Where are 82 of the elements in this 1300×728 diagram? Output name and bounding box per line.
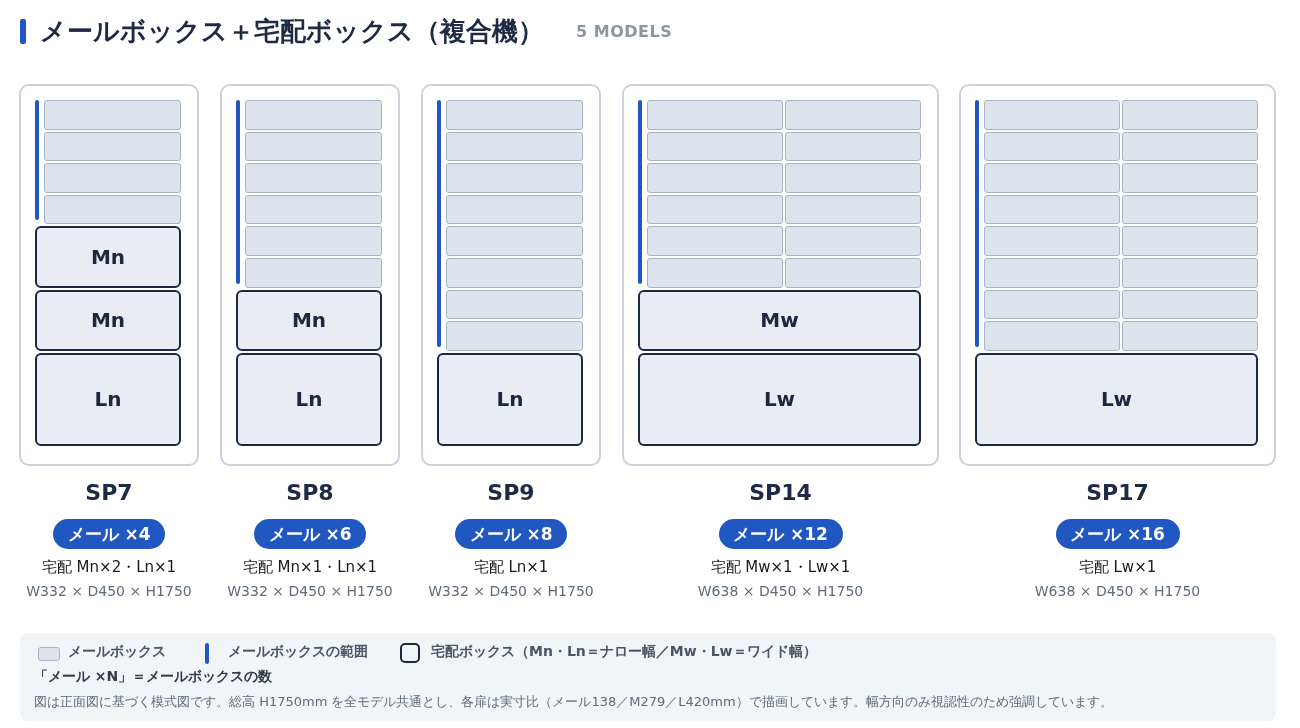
mailbox-door	[446, 258, 583, 288]
delivery-spec: 宅配 Mn×1・Ln×1	[241, 558, 379, 577]
mailbox-door	[984, 163, 1120, 193]
legend-text: メールボックスの範囲	[228, 643, 368, 661]
mailbox-door	[984, 289, 1120, 320]
mailbox-door	[1122, 258, 1258, 288]
delivery-box: Ln	[236, 352, 382, 446]
mailbox-door	[44, 194, 181, 225]
mailbox-door	[446, 226, 583, 256]
mailbox-door	[446, 100, 583, 130]
mailbox-door	[1122, 194, 1258, 225]
model-count: 5 MODELS	[576, 22, 673, 41]
mailbox-door	[984, 226, 1120, 256]
mailbox-door	[984, 131, 1120, 162]
model-name: SP17	[1085, 480, 1150, 505]
mailbox-door	[984, 100, 1120, 130]
delivery-spec: 宅配 Lw×1	[1077, 558, 1158, 577]
dimensions: W638 × D450 × H1750	[1033, 583, 1202, 599]
delivery-box: Lw	[638, 352, 921, 446]
mailbox-door	[245, 194, 382, 225]
mailbox-door	[446, 131, 583, 162]
mailbox-door	[785, 258, 921, 288]
note: 「メール ×N」＝メールボックスの数	[34, 668, 273, 686]
mailbox-door	[1122, 163, 1258, 193]
mailbox-door	[647, 163, 783, 193]
dimensions: W332 × D450 × H1750	[25, 583, 193, 599]
delivery-spec: 宅配 Mw×1・Lw×1	[709, 558, 852, 577]
mailbox-door	[647, 100, 783, 130]
mailbox-door	[446, 194, 583, 225]
delivery-box: Mn	[236, 289, 382, 351]
mailbox-door	[1122, 321, 1258, 351]
mailbox-door	[245, 131, 382, 162]
mailbox-door	[245, 258, 382, 288]
model-name: SP14	[748, 480, 813, 505]
delivery-box: Lw	[975, 352, 1258, 446]
dimensions: W332 × D450 × H1750	[226, 583, 394, 599]
mailbox-door	[785, 163, 921, 193]
mailbox-door	[1122, 289, 1258, 320]
mailbox-door	[1122, 100, 1258, 130]
mailbox-door	[647, 131, 783, 162]
count-badge: メール ×6	[254, 519, 366, 549]
mailbox-door	[984, 258, 1120, 288]
dimensions: W638 × D450 × H1750	[696, 583, 865, 599]
mailbox-door	[647, 226, 783, 256]
delivery-box: Ln	[437, 352, 583, 446]
legend-text: 宅配ボックス（Mn・Ln＝ナロー幅／Mw・Lw＝ワイド幅）	[431, 643, 817, 661]
mailbox-door	[785, 131, 921, 162]
legend-text: メールボックス	[68, 643, 166, 661]
delivery-box: Mw	[638, 289, 921, 351]
mailbox-door	[984, 194, 1120, 225]
model-name: SP7	[84, 480, 134, 505]
mailbox-door	[446, 321, 583, 351]
mailbox-door	[785, 194, 921, 225]
mailbox-door	[647, 194, 783, 225]
mailbox-door	[245, 100, 382, 130]
delivery-box: Mn	[35, 226, 181, 288]
mailbox-door	[245, 163, 382, 193]
mailbox-door	[1122, 131, 1258, 162]
count-badge: メール ×16	[1055, 519, 1180, 549]
count-badge: メール ×12	[718, 519, 843, 549]
count-badge: メール ×8	[455, 519, 567, 549]
footnote: 図は正面図に基づく模式図です。総高 H1750mm を全モデル共通とし、各扉は実寸比（メール138／M279／L420mm）で描画しています。幅方向のみ視認性のため強調しています。	[34, 693, 1113, 711]
mailbox-door	[245, 226, 382, 256]
delivery-spec: 宅配 Mn×2・Ln×1	[40, 558, 178, 577]
mailbox-door	[1122, 226, 1258, 256]
mailbox-door	[446, 163, 583, 193]
title: メールボックス＋宅配ボックス（複合機）	[40, 15, 544, 48]
mailbox-door	[647, 258, 783, 288]
mailbox-door	[785, 226, 921, 256]
mailbox-door	[984, 321, 1120, 351]
model-name: SP8	[285, 480, 335, 505]
dimensions: W332 × D450 × H1750	[427, 583, 595, 599]
mailbox-door	[44, 100, 181, 130]
delivery-spec: 宅配 Ln×1	[472, 558, 550, 577]
mailbox-door	[44, 131, 181, 162]
mailbox-door	[446, 289, 583, 320]
delivery-box: Mn	[35, 289, 181, 351]
mailbox-door	[785, 100, 921, 130]
count-badge: メール ×4	[53, 519, 165, 549]
delivery-box: Ln	[35, 352, 181, 446]
mailbox-door	[44, 163, 181, 193]
model-name: SP9	[486, 480, 536, 505]
